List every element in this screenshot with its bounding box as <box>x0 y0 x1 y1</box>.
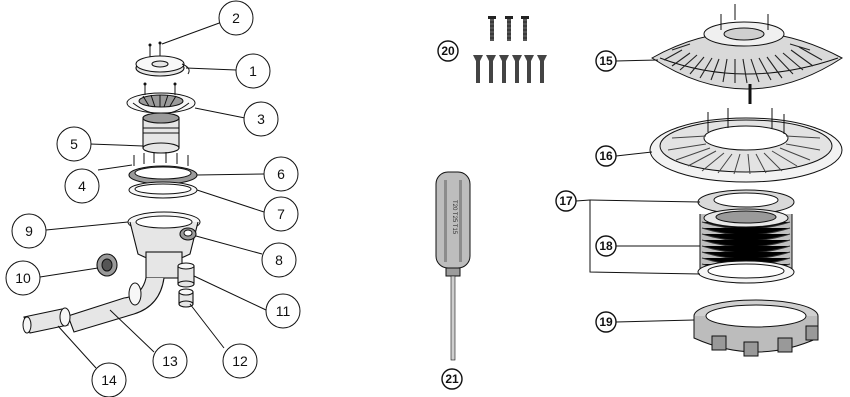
svg-text:7: 7 <box>277 206 285 222</box>
part-5-body <box>142 112 180 154</box>
part-3-grate <box>126 82 196 115</box>
part-15-dome-cover <box>651 4 843 104</box>
svg-text:18: 18 <box>599 239 613 253</box>
part-7-gasket <box>128 181 198 199</box>
svg-text:15: 15 <box>599 54 613 68</box>
part-10-plug <box>96 253 118 277</box>
callout-8: 8 <box>261 242 297 278</box>
part-8-fitting <box>179 227 197 241</box>
callout-17: 17 <box>555 190 577 212</box>
callout-20: 20 <box>437 40 459 62</box>
part-1-cap <box>135 55 190 77</box>
svg-text:16: 16 <box>599 149 613 163</box>
leader-15 <box>615 59 659 62</box>
svg-text:11: 11 <box>276 303 291 319</box>
part-18-threaded-collar <box>697 189 795 284</box>
callout-19: 19 <box>595 311 617 333</box>
svg-text:4: 4 <box>78 178 86 194</box>
part-21-screwdriver: T20 T25 T15 <box>435 171 471 361</box>
callout-14: 14 <box>91 362 127 397</box>
svg-text:14: 14 <box>101 372 117 388</box>
svg-text:13: 13 <box>162 353 178 369</box>
part-2-screws <box>148 41 162 58</box>
part-11-cylinder <box>177 262 195 288</box>
callout-7: 7 <box>263 196 299 232</box>
callout-11: 11 <box>265 293 301 329</box>
svg-text:6: 6 <box>277 166 285 182</box>
part-16-ring-cover <box>649 108 843 183</box>
svg-text:12: 12 <box>232 353 248 369</box>
part-4-screws <box>133 152 189 166</box>
callout-12: 12 <box>222 343 258 379</box>
part-14-reducer <box>22 307 71 334</box>
callout-15: 15 <box>595 50 617 72</box>
svg-text:17: 17 <box>559 194 573 208</box>
svg-text:21: 21 <box>445 372 459 386</box>
callout-2: 2 <box>218 0 254 36</box>
part-12-cap <box>178 288 194 308</box>
callout-5: 5 <box>56 126 92 162</box>
svg-text:1: 1 <box>249 63 257 79</box>
svg-text:9: 9 <box>25 223 33 239</box>
callout-4: 4 <box>64 168 100 204</box>
svg-text:10: 10 <box>15 270 31 286</box>
svg-text:20: 20 <box>441 44 455 58</box>
leader-19 <box>615 319 695 323</box>
left-leader-lines <box>39 21 267 369</box>
svg-text:3: 3 <box>257 111 265 127</box>
svg-text:5: 5 <box>70 136 78 152</box>
callout-10: 10 <box>5 260 41 296</box>
part-6-ring <box>128 165 198 185</box>
callout-16: 16 <box>595 145 617 167</box>
callout-1: 1 <box>235 53 271 89</box>
svg-text:19: 19 <box>599 315 613 329</box>
svg-text:8: 8 <box>275 252 283 268</box>
callout-21: 21 <box>441 368 463 390</box>
leader-16 <box>615 151 653 157</box>
callout-18: 18 <box>595 235 617 257</box>
part-13-pipe <box>67 277 165 333</box>
leader-17 <box>575 199 591 202</box>
part-20-screws <box>473 16 547 83</box>
callout-6: 6 <box>263 156 299 192</box>
callout-3: 3 <box>243 101 279 137</box>
callout-13: 13 <box>152 343 188 379</box>
svg-text:2: 2 <box>232 10 240 26</box>
callout-9: 9 <box>11 213 47 249</box>
svg-text:T20 T25 T15: T20 T25 T15 <box>451 200 457 235</box>
part-19-lock-ring <box>693 299 819 357</box>
